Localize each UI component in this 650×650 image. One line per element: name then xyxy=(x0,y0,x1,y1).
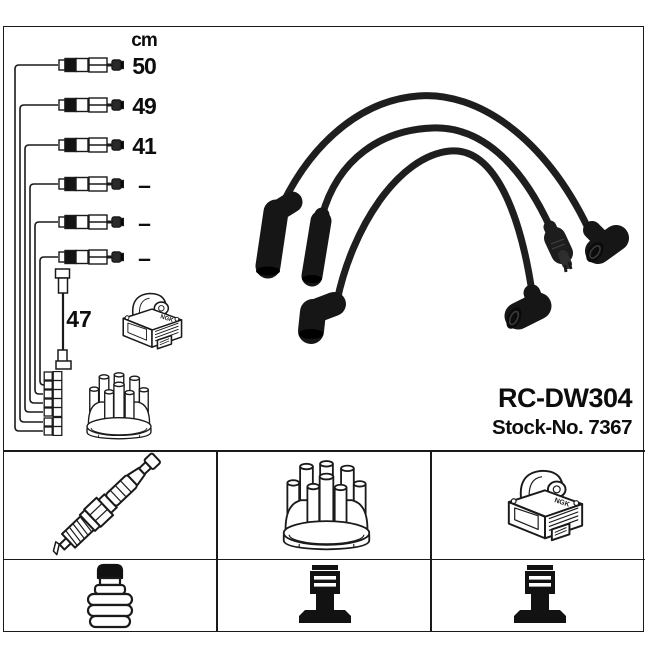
cable-length-value: – xyxy=(138,172,151,198)
stock-number: Stock-No. 7367 xyxy=(492,416,632,439)
cable-length-diagram xyxy=(14,64,58,432)
ignition-leads-photo xyxy=(255,92,629,344)
coil-logo-text: NGK xyxy=(159,314,174,324)
outer-border xyxy=(3,26,644,632)
distributor-cap-drawing xyxy=(86,372,152,440)
grid-divider-row xyxy=(3,558,645,561)
cable-length-value: 49 xyxy=(132,93,157,119)
grid-divider-col1 xyxy=(216,450,218,631)
measurement-unit-label: cm xyxy=(131,30,157,51)
terminal-icon xyxy=(514,565,566,623)
cable-length-value: 50 xyxy=(132,53,157,79)
grid-divider-top xyxy=(3,450,645,452)
distributor-cap-icon xyxy=(282,460,371,551)
distributor-end-connectors xyxy=(43,371,63,436)
plug-boot-icon xyxy=(86,563,134,629)
cable-length-value: 41 xyxy=(132,133,157,159)
spark-plug-icon xyxy=(52,452,161,556)
cable-length-value: – xyxy=(138,210,151,236)
ignition-coil-icon xyxy=(507,469,584,542)
coil-logo-text-2: NGK xyxy=(553,497,570,508)
terminal-icon xyxy=(299,565,351,623)
part-number: RC-DW304 xyxy=(497,383,633,413)
grid-divider-col2 xyxy=(430,450,432,631)
coil-wire-length-label: 47 xyxy=(66,306,92,332)
coil-wire-drawing xyxy=(54,268,72,370)
cable-length-value: – xyxy=(138,245,151,271)
